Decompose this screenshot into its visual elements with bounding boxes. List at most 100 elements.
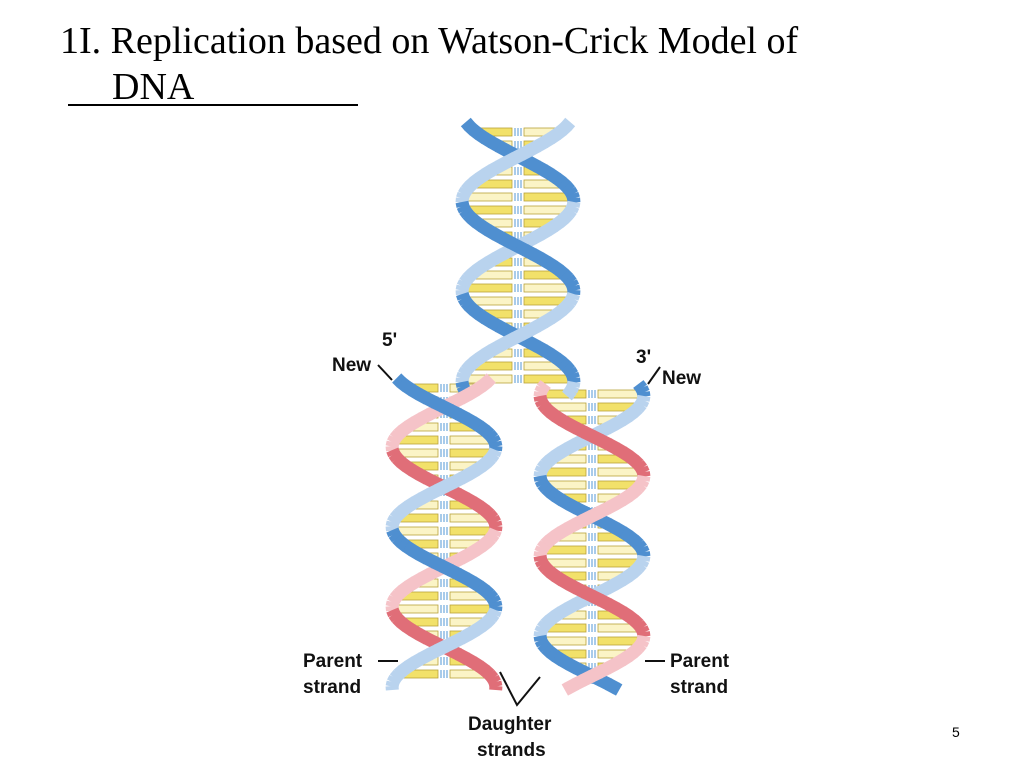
- leader-lines: [377, 364, 665, 707]
- left-daughter-helix-strand-a: [398, 420, 413, 436]
- left-daughter-helix-strand-b: [477, 616, 492, 632]
- parent-helix-strand-a: [564, 366, 578, 378]
- left-daughter-helix-strand-a: [425, 564, 441, 581]
- parent-helix-strand-b: [529, 248, 545, 265]
- left-daughter-helix-strand-a: [396, 616, 411, 632]
- right-daughter-helix-strand-a: [635, 557, 650, 568]
- parent-helix-strand-b: [510, 328, 526, 345]
- right-daughter-helix-strand-a: [533, 474, 548, 482]
- leader-daughter-strands: [499, 671, 541, 707]
- parent-helix-strand-a: [559, 209, 574, 224]
- parent-helix-strand-a: [566, 380, 581, 388]
- left-daughter-helix-strand-a: [422, 632, 438, 649]
- left-daughter-helix-strand-a: [477, 536, 492, 552]
- right-daughter-helix-strand-a: [628, 403, 643, 418]
- label-new-right: New: [662, 368, 701, 389]
- left-daughter-helix-strand-b: [387, 674, 401, 686]
- parent-helix-strand-a: [561, 361, 576, 375]
- left-daughter-helix-strand-b: [485, 450, 500, 463]
- left-daughter-helix-strand-b: [465, 464, 480, 481]
- parent-helix-strand-b: [566, 291, 580, 301]
- right-daughter-helix-strand-b: [565, 578, 581, 595]
- right-daughter-helix-strand-b: [573, 582, 589, 599]
- parent-helix-strand-a: [464, 121, 479, 136]
- left-daughter-helix-strand-b: [404, 656, 419, 673]
- right-daughter-helix-strand-a: [550, 606, 565, 623]
- right-daughter-helix-strand-a: [540, 615, 555, 630]
- left-daughter-helix-strand-b: [488, 440, 503, 449]
- left-daughter-helix-strand-a: [415, 628, 431, 645]
- left-daughter-helix-strand-b: [393, 505, 408, 520]
- right-daughter-helix-strand-a: [565, 498, 581, 515]
- left-daughter-helix-strand-a: [389, 589, 404, 603]
- parent-helix-strand-a: [481, 132, 496, 149]
- left-daughter-helix-strand-b: [475, 420, 490, 436]
- right-daughter-helix-strand-a: [624, 530, 639, 546]
- left-daughter-helix-strand-a: [469, 496, 484, 513]
- slide-title: 1I. Replication based on Watson-Crick Mo…: [60, 18, 960, 110]
- right-daughter-helix-strand-a: [597, 674, 613, 691]
- parent-helix-strand-b: [554, 264, 569, 280]
- right-daughter-helix-strand-b: [605, 438, 620, 455]
- leader-new-right: [647, 366, 661, 385]
- right-daughter-helix-strand-a: [623, 406, 638, 422]
- parent-helix-strand-a: [552, 172, 567, 188]
- right-daughter-helix-strand-a: [635, 385, 650, 396]
- parent-helix-strand-b: [460, 181, 475, 195]
- parent-helix-strand-a: [460, 117, 475, 131]
- left-daughter-helix-strand-b: [482, 453, 496, 468]
- left-daughter-helix-strand-b: [469, 576, 484, 593]
- right-daughter-helix-strand-b: [636, 474, 651, 482]
- parent-helix-strand-b: [526, 140, 541, 157]
- left-daughter-helix-strand-a: [404, 576, 419, 593]
- leader-new-left: [377, 364, 393, 381]
- right-daughter-helix-strand-b: [534, 545, 549, 556]
- left-daughter-helix-strand-b: [385, 520, 400, 529]
- parent-helix-strand-b: [460, 361, 475, 375]
- parent-helix-strand-b: [546, 308, 562, 324]
- right-daughter-helix-strand-b: [534, 397, 549, 408]
- parent-helix-strand-a: [565, 203, 580, 214]
- parent-helix-strand-a: [562, 206, 577, 219]
- base-pairs: [393, 127, 643, 685]
- right-daughter-helix-strand-a: [557, 602, 572, 619]
- left-daughter-helix-strand-a: [385, 600, 400, 609]
- parent-helix-strand-b: [533, 136, 549, 153]
- parent-helix-strand-b: [469, 172, 484, 188]
- right-daughter-helix-strand-a: [603, 578, 619, 595]
- right-daughter-helix-strand-a: [564, 438, 579, 455]
- parent-helix-strand-b: [464, 177, 479, 192]
- left-daughter-helix-strand-a: [457, 548, 473, 565]
- left-daughter-helix-strand-b: [422, 392, 438, 409]
- left-daughter-helix-strand-b: [404, 496, 419, 513]
- parent-helix-base: [464, 192, 513, 202]
- left-daughter-helix-strand-b: [430, 556, 446, 573]
- left-daughter-helix-strand-b: [462, 412, 477, 429]
- right-daughter-helix-strand-b: [618, 650, 633, 667]
- left-daughter-helix-strand-b: [450, 632, 466, 649]
- right-daughter-helix-strand-b: [587, 506, 603, 523]
- left-daughter-helix-strand-b: [485, 610, 500, 623]
- parent-helix-strand-a: [562, 386, 577, 399]
- parent-helix-strand-a: [557, 357, 572, 372]
- right-daughter-helix-strand-b: [636, 631, 651, 638]
- parent-helix-strand-a: [564, 186, 578, 198]
- parent-helix-strand-b: [536, 252, 552, 269]
- parent-helix-strand-b: [557, 301, 572, 316]
- right-daughter-helix-strand-b: [536, 540, 551, 553]
- right-daughter-helix-strand-a: [636, 391, 651, 398]
- right-daughter-helix-strand-a: [635, 397, 650, 408]
- right-daughter-helix-strand-b: [564, 518, 579, 535]
- left-daughter-helix-strand-a: [480, 665, 495, 680]
- right-daughter-helix-strand-b: [579, 670, 595, 687]
- left-daughter-helix-strand-a: [480, 505, 495, 520]
- left-daughter-helix-strand-b: [433, 480, 450, 497]
- parent-helix-strand-b: [526, 320, 541, 337]
- parent-helix-strand-a: [525, 336, 541, 353]
- left-daughter-helix-strand-a: [482, 373, 496, 388]
- left-daughter-helix-strand-a: [415, 468, 431, 485]
- parent-helix-strand-b: [481, 344, 496, 361]
- parent-helix-strand-b: [455, 200, 470, 208]
- right-daughter-helix-strand-a: [603, 418, 619, 435]
- right-daughter-helix-strand-a: [571, 434, 587, 451]
